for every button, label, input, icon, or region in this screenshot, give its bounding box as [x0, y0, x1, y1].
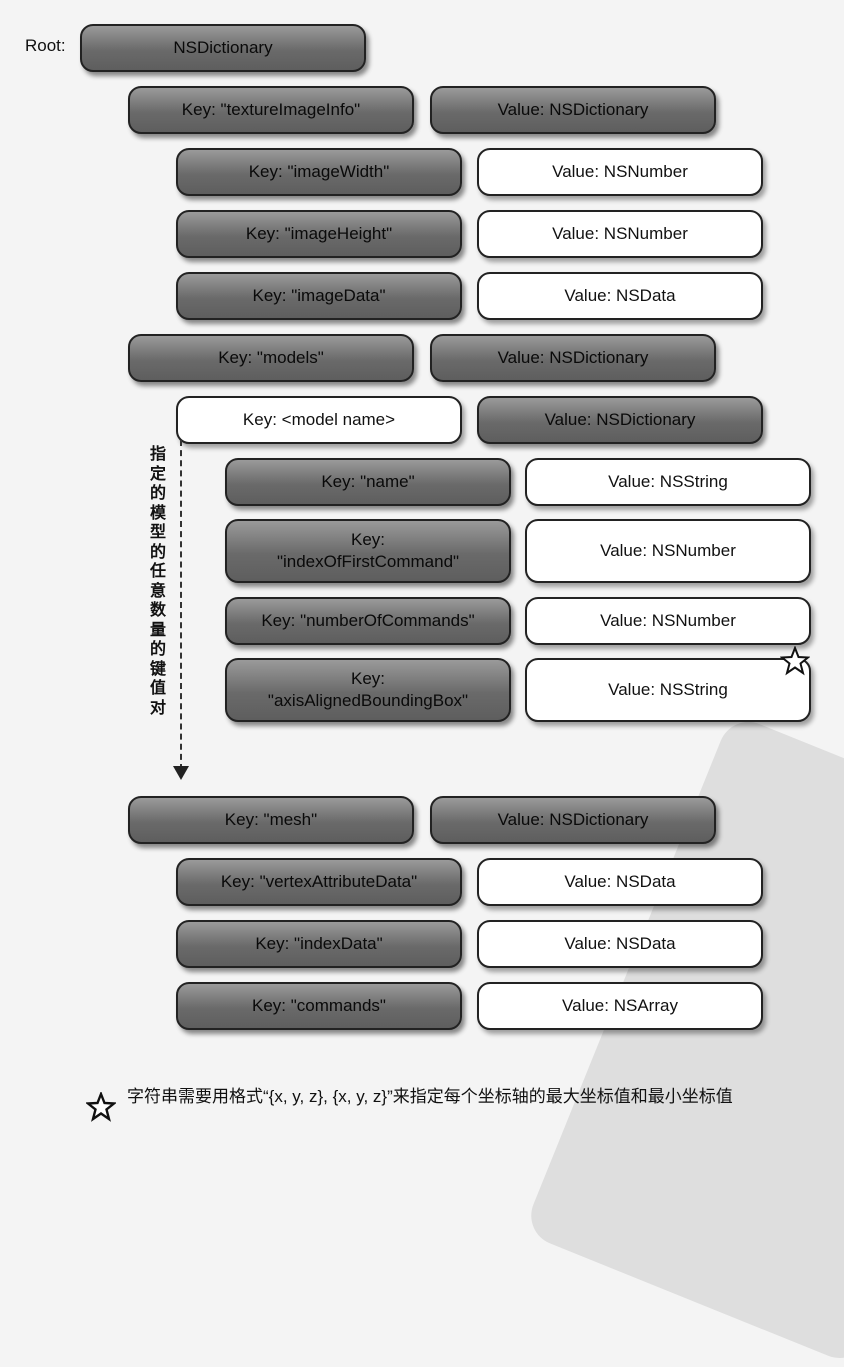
key-models: Key: "models": [128, 334, 414, 382]
value-name: Value: NSString: [525, 458, 811, 506]
value-model-name: Value: NSDictionary: [477, 396, 763, 444]
value-texture-image-info: Value: NSDictionary: [430, 86, 716, 134]
key-axis-aligned-bounding-box-line-1: Key:: [350, 669, 386, 688]
value-commands: Value: NSArray: [477, 982, 763, 1030]
footnote: 字符串需要用格式“{x, y, z}, {x, y, z}”来指定每个坐标轴的最…: [127, 1087, 733, 1106]
key-image-data: Key: "imageData": [176, 272, 462, 320]
footnote-star-icon: [86, 1092, 116, 1122]
value-image-data: Value: NSData: [477, 272, 763, 320]
annotation-label: 指定的模型的任意数量的键值对: [150, 446, 167, 717]
key-image-width: Key: "imageWidth": [176, 148, 462, 196]
key-index-of-first-command: Key: "indexOfFirstCommand": [225, 519, 511, 583]
star-icon: [780, 646, 810, 676]
key-name: Key: "name": [225, 458, 511, 506]
key-index-data: Key: "indexData": [176, 920, 462, 968]
key-vertex-attribute-data: Key: "vertexAttributeData": [176, 858, 462, 906]
value-number-of-commands: Value: NSNumber: [525, 597, 811, 645]
key-image-height: Key: "imageHeight": [176, 210, 462, 258]
key-index-of-first-command-line-2: "indexOfFirstCommand": [276, 552, 460, 571]
root-label: Root:: [25, 36, 66, 55]
value-models: Value: NSDictionary: [430, 334, 716, 382]
value-index-of-first-command: Value: NSNumber: [525, 519, 811, 583]
key-number-of-commands: Key: "numberOfCommands": [225, 597, 511, 645]
key-model-name: Key: <model name>: [176, 396, 462, 444]
key-index-of-first-command-line-1: Key:: [350, 530, 386, 549]
value-image-height: Value: NSNumber: [477, 210, 763, 258]
key-commands: Key: "commands": [176, 982, 462, 1030]
key-axis-aligned-bounding-box: Key: "axisAlignedBoundingBox": [225, 658, 511, 722]
value-vertex-attribute-data: Value: NSData: [477, 858, 763, 906]
key-mesh: Key: "mesh": [128, 796, 414, 844]
root-node: NSDictionary: [80, 24, 366, 72]
value-mesh: Value: NSDictionary: [430, 796, 716, 844]
key-axis-aligned-bounding-box-line-2: "axisAlignedBoundingBox": [267, 691, 469, 710]
value-image-width: Value: NSNumber: [477, 148, 763, 196]
value-axis-aligned-bounding-box: Value: NSString: [525, 658, 811, 722]
dashed-arrow-line: [180, 440, 182, 770]
value-index-data: Value: NSData: [477, 920, 763, 968]
arrow-down-icon: [173, 766, 189, 780]
key-texture-image-info: Key: "textureImageInfo": [128, 86, 414, 134]
